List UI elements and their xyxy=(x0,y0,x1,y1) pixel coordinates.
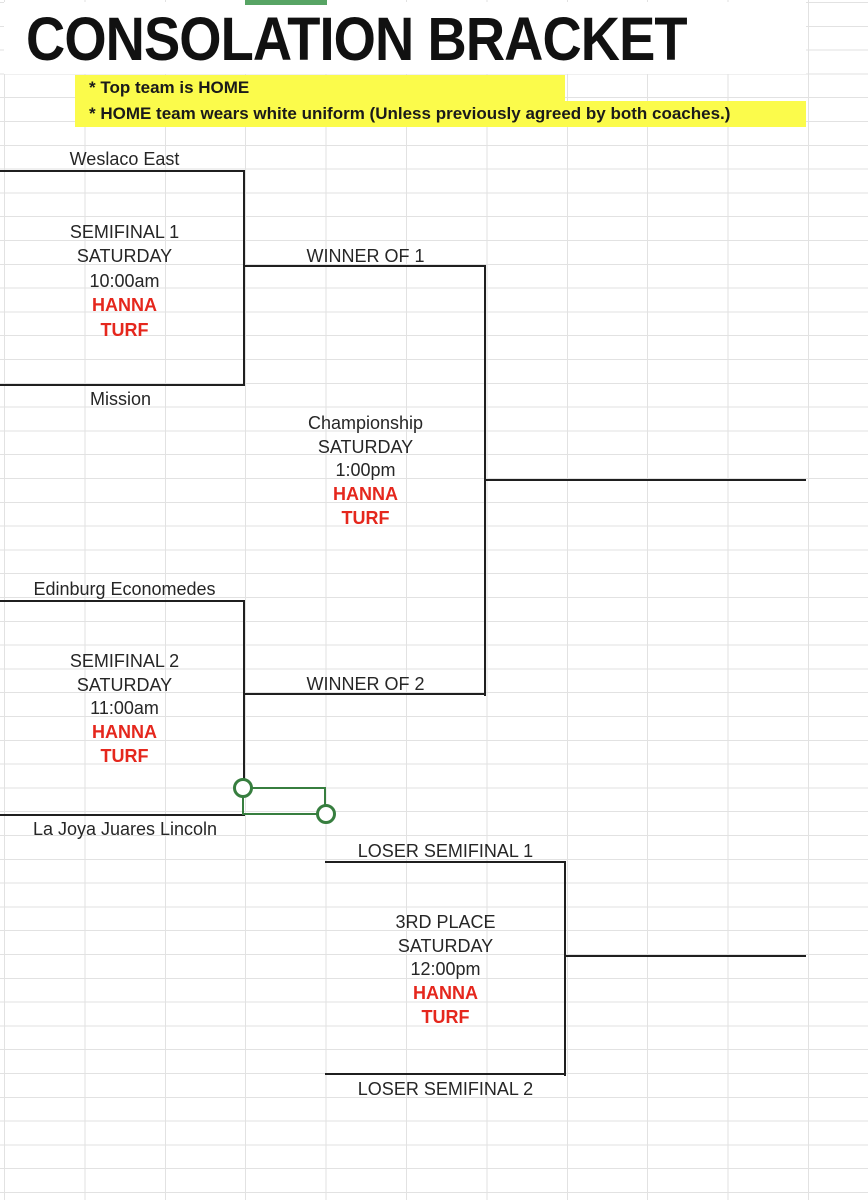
match-info-semifinal2: SEMIFINAL 2 SATURDAY 11:00am HANNA TURF xyxy=(4,650,245,768)
match-time: 10:00am xyxy=(89,270,160,291)
bracket-line-sf2-top xyxy=(0,600,245,602)
match-venue: HANNA xyxy=(413,983,478,1004)
bracket-line-3rd-winner xyxy=(565,955,806,957)
match-name: SEMIFINAL 2 xyxy=(69,651,180,671)
match-day: SATURDAY xyxy=(76,246,173,267)
match-name: 3RD PLACE xyxy=(395,912,496,932)
bracket-line-sf1-bottom xyxy=(0,384,245,386)
sheet-top-selection-bar xyxy=(245,0,327,5)
match-day: SATURDAY xyxy=(397,935,494,956)
selected-connector-shape[interactable] xyxy=(242,787,326,815)
match-name: Championship xyxy=(307,413,424,433)
match-venue: HANNA xyxy=(333,484,398,505)
bracket-line-3rd-bottom xyxy=(325,1073,566,1075)
page-title: CONSOLATION BRACKET xyxy=(26,5,688,73)
match-venue: HANNA xyxy=(92,722,157,743)
slot-loser-semifinal1: LOSER SEMIFINAL 1 xyxy=(357,841,534,861)
team-semifinal2-home: Edinburg Economedes xyxy=(33,579,216,599)
slot-winner-of-1: WINNER OF 1 xyxy=(306,246,425,266)
bracket-line-sf2-bottom xyxy=(0,814,245,816)
match-surface: TURF xyxy=(100,319,149,340)
connector-handle-start[interactable] xyxy=(233,778,253,798)
match-day: SATURDAY xyxy=(76,674,173,695)
match-surface: TURF xyxy=(421,1006,470,1027)
match-venue: HANNA xyxy=(92,295,157,316)
team-semifinal1-away: Mission xyxy=(89,389,151,409)
match-info-third-place: 3RD PLACE SATURDAY 12:00pm HANNA TURF xyxy=(325,911,566,1029)
match-time: 11:00am xyxy=(90,698,159,719)
match-surface: TURF xyxy=(100,745,149,766)
match-surface: TURF xyxy=(341,507,390,528)
match-time: 1:00pm xyxy=(335,460,396,481)
match-name: SEMIFINAL 1 xyxy=(69,222,180,242)
bracket-line-3rd-right xyxy=(564,861,566,1076)
bracket-line-sf1-right xyxy=(243,170,245,386)
bracket-line-winner1 xyxy=(244,265,486,267)
bracket-line-3rd-top xyxy=(325,861,566,863)
match-day: SATURDAY xyxy=(317,436,414,457)
match-info-championship: Championship SATURDAY 1:00pm HANNA TURF xyxy=(245,412,486,530)
slot-loser-semifinal2: LOSER SEMIFINAL 2 xyxy=(357,1079,534,1099)
team-semifinal2-away: La Joya Juares Lincoln xyxy=(32,819,218,839)
team-semifinal1-home: Weslaco East xyxy=(69,149,180,169)
note-home-uniform: * HOME team wears white uniform (Unless … xyxy=(75,101,806,127)
connector-handle-end[interactable] xyxy=(316,804,336,824)
title-cell-background xyxy=(4,2,806,74)
note-top-team-home: * Top team is HOME xyxy=(75,75,565,101)
bracket-line-sf1-top xyxy=(0,170,245,172)
bracket-line-sf2-right xyxy=(243,600,245,796)
match-info-semifinal1: SEMIFINAL 1 SATURDAY 10:00am HANNA TURF xyxy=(4,220,245,342)
bracket-line-champion xyxy=(485,479,806,481)
bracket-line-winner2 xyxy=(244,693,486,695)
slot-winner-of-2: WINNER OF 2 xyxy=(306,674,425,694)
match-time: 12:00pm xyxy=(410,959,481,980)
